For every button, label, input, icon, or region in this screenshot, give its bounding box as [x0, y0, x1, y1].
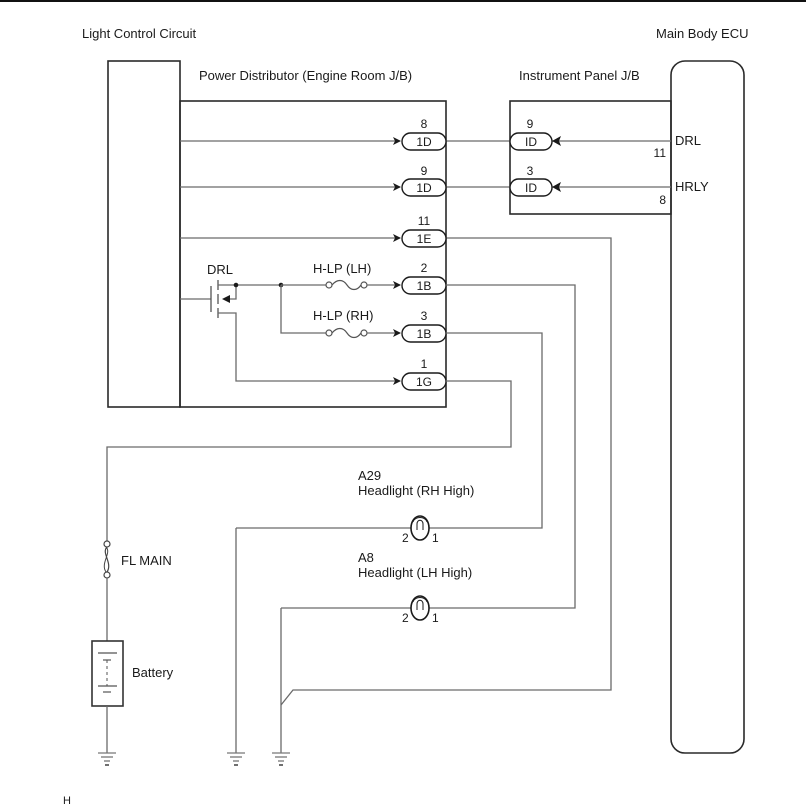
headlight-a29-pin-left: 2 [402, 531, 409, 545]
fuse-lh-icon [331, 279, 362, 291]
headlight-a29-code: A29 [358, 468, 381, 483]
svg-text:8: 8 [421, 117, 428, 131]
instrument-panel-jb-box [509, 100, 672, 215]
relay-arrow [222, 295, 230, 303]
pd-connector-1: 1D 8 [401, 117, 447, 151]
junction-1 [233, 282, 239, 288]
relay-source-to-1g [218, 312, 401, 385]
headlight-a8-pin-right: 1 [432, 611, 439, 625]
battery-icon [98, 652, 117, 693]
battery-label: Battery [132, 665, 174, 680]
wire-rh-a [280, 285, 326, 334]
svg-text:1D: 1D [416, 135, 432, 149]
pd-connector-2: 1D 9 [401, 164, 447, 197]
svg-text:1D: 1D [416, 181, 432, 195]
pd-connector-6: 1G 1 [401, 357, 447, 391]
svg-text:1B: 1B [417, 327, 432, 341]
main-body-ecu-box [670, 60, 745, 754]
fuse-lh-end-a [325, 281, 333, 289]
bulb-icon-a29 [410, 515, 430, 541]
light-control-box [107, 60, 181, 408]
power-distributor-title: Power Distributor (Engine Room J/B) [199, 68, 412, 83]
ground-icon-a29 [227, 752, 245, 766]
fuse-rh-label: H-LP (RH) [313, 308, 373, 323]
svg-text:9: 9 [421, 164, 428, 178]
svg-text:ID: ID [525, 181, 537, 195]
svg-text:11: 11 [418, 214, 431, 228]
arrow-in-ip-2 [552, 182, 561, 192]
fuse-lh-label: H-LP (LH) [313, 261, 371, 276]
svg-text:1B: 1B [417, 279, 432, 293]
wire-1g-to-fl-main [106, 380, 512, 542]
svg-text:1: 1 [421, 357, 428, 371]
instrument-panel-jb-title: Instrument Panel J/B [519, 68, 640, 83]
ecu-terminal-hrly: HRLY [675, 179, 709, 194]
svg-text:2: 2 [421, 261, 428, 275]
ip-connector-1: ID 9 [509, 117, 553, 151]
svg-text:3: 3 [527, 164, 534, 178]
fuse-rh-end-a [325, 329, 333, 337]
wire-1b-lh-to-a8 [428, 284, 576, 609]
pd-connector-3: 1E 11 [401, 214, 447, 248]
headlight-a8-name: Headlight (LH High) [358, 565, 472, 580]
headlight-a8-code: A8 [358, 550, 374, 565]
svg-text:1G: 1G [416, 375, 432, 389]
headlight-a29-pin-right: 1 [432, 531, 439, 545]
fl-main-fuse-icon [103, 540, 111, 579]
ground-icon-battery [98, 752, 116, 766]
bulb-icon-a8 [410, 595, 430, 621]
svg-text:3: 3 [421, 309, 428, 323]
ip-connector-2: ID 3 [509, 164, 553, 197]
headlight-a8-pin-left: 2 [402, 611, 409, 625]
ecu-terminal-drl-pin: 11 [654, 146, 667, 160]
power-distributor-box [179, 100, 447, 408]
svg-text:1E: 1E [417, 232, 432, 246]
ecu-terminal-hrly-pin: 8 [659, 193, 666, 207]
relay-label: DRL [207, 262, 233, 277]
headlight-a29-name: Headlight (RH High) [358, 483, 474, 498]
ecu-terminal-drl: DRL [675, 133, 701, 148]
fl-main-label: FL MAIN [121, 553, 172, 568]
arrow-in-ip-1 [552, 136, 561, 146]
svg-text:ID: ID [525, 135, 537, 149]
light-control-title: Light Control Circuit [82, 26, 197, 41]
footer-code: H [63, 795, 71, 807]
wire-1e-to-ground [280, 237, 612, 706]
svg-text:9: 9 [527, 117, 534, 131]
wire-1b-rh-to-a29 [428, 332, 543, 529]
fuse-rh-end-b [360, 329, 368, 337]
pd-connector-5: 1B 3 [401, 309, 447, 343]
fuse-rh-icon [331, 327, 362, 339]
pd-connector-4: 1B 2 [401, 261, 447, 295]
fuse-lh-end-b [360, 281, 368, 289]
main-body-ecu-title: Main Body ECU [656, 26, 748, 41]
ground-icon-a8 [272, 752, 290, 766]
